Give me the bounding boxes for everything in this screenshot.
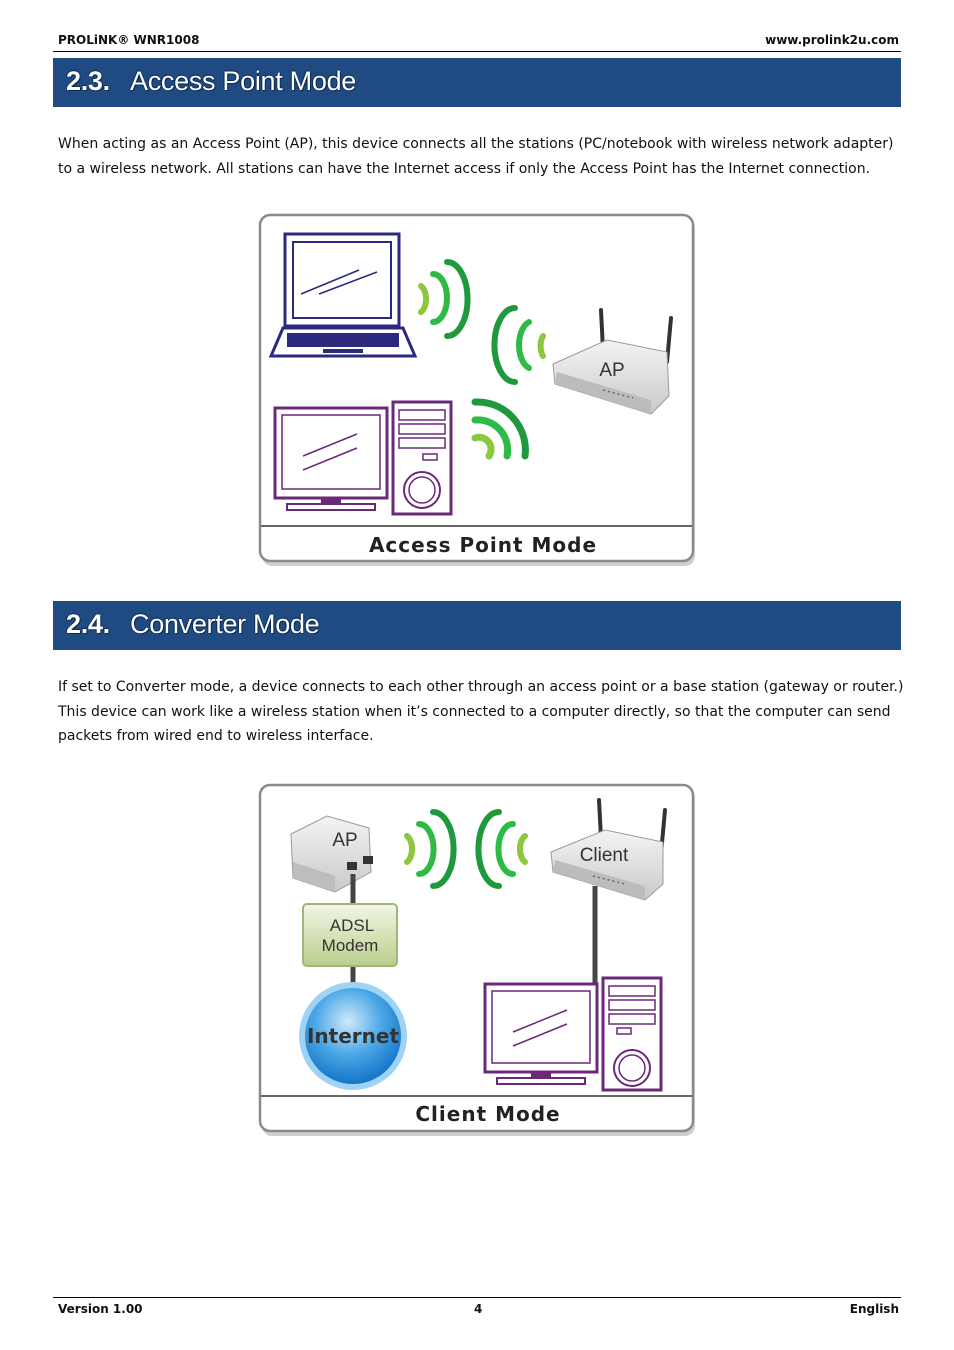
converter-paragraph: If set to Converter mode, a device conne…	[58, 679, 904, 744]
page-footer: Version 1.00 4 English	[58, 1302, 899, 1318]
internet-label: Internet	[307, 1024, 399, 1048]
section-heading-access-point: 2.3. Access Point Mode	[53, 58, 901, 107]
header-rule	[53, 51, 901, 52]
client-router-icon: Client	[550, 798, 667, 901]
laptop-icon	[268, 232, 418, 358]
section-title: Converter Mode	[130, 609, 320, 639]
router-icon: AP	[552, 308, 673, 415]
section-heading-converter: 2.4. Converter Mode	[53, 601, 901, 650]
page-header: PROLiNK® WNR1008 www.prolink2u.com	[58, 33, 899, 49]
figure-caption: Client Mode	[415, 1102, 560, 1126]
client-mode-figure: AP ADSL Modem Internet	[257, 782, 697, 1138]
footer-language: English	[849, 1302, 899, 1316]
router-label: AP	[599, 360, 624, 381]
header-website: www.prolink2u.com	[765, 33, 899, 47]
adsl-modem-icon: ADSL Modem	[302, 903, 398, 967]
access-point-figure: AP Access Point Mode	[257, 212, 697, 568]
footer-rule	[53, 1297, 901, 1298]
section-title: Access Point Mode	[130, 66, 357, 96]
footer-version: Version 1.00	[58, 1302, 143, 1316]
modem-label-line2: Modem	[322, 936, 379, 955]
signal-icon	[491, 305, 546, 385]
access-point-paragraph: When acting as an Access Point (AP), thi…	[58, 136, 894, 177]
desktop-icon	[483, 976, 663, 1092]
ap-label: AP	[332, 830, 357, 851]
access-point-icon: AP	[290, 815, 373, 893]
signal-icon	[471, 398, 529, 460]
section-number: 2.3.	[66, 66, 110, 96]
signal-icon	[404, 809, 457, 889]
signal-icon	[475, 809, 528, 889]
section-number: 2.4.	[66, 609, 110, 639]
desktop-icon	[273, 400, 453, 516]
footer-page-number: 4	[474, 1302, 483, 1316]
modem-label-line1: ADSL	[330, 916, 374, 935]
signal-icon	[418, 259, 471, 339]
figure-caption: Access Point Mode	[369, 533, 597, 557]
header-product: PROLiNK® WNR1008	[58, 33, 200, 47]
client-label: Client	[580, 845, 629, 866]
internet-globe-icon: Internet	[299, 982, 407, 1090]
